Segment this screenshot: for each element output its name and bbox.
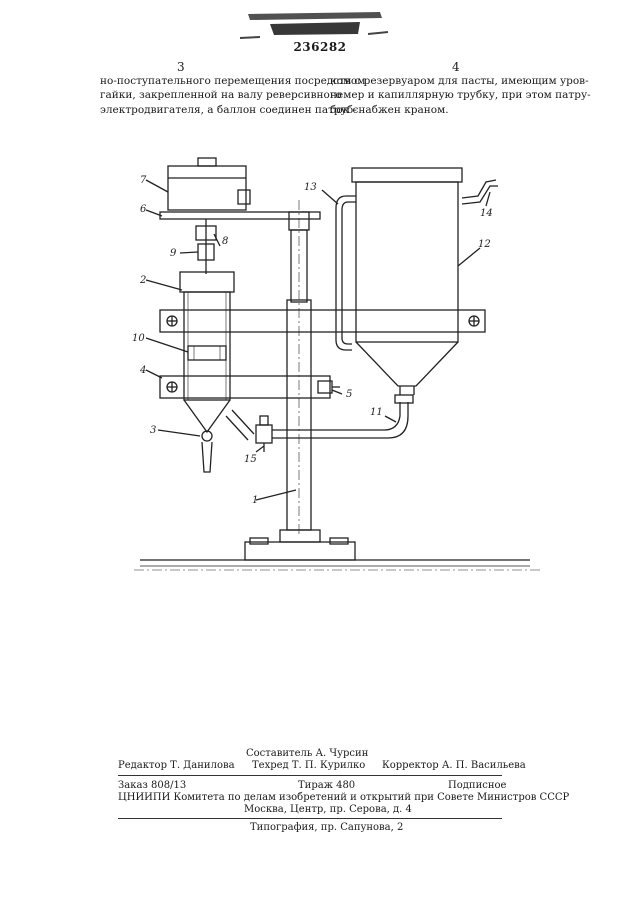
label-8: 8 bbox=[222, 236, 228, 247]
paste-tank bbox=[355, 181, 459, 343]
stamp-mark bbox=[240, 12, 389, 39]
text-line: немер и капиллярную трубку, при этом пат… bbox=[330, 89, 591, 102]
imprint-order: Заказ 808/13 bbox=[118, 780, 187, 791]
text-line: но-поступательного перемещения посредств… bbox=[100, 75, 366, 87]
patent-number: 236282 bbox=[293, 40, 347, 54]
motor-housing bbox=[167, 165, 247, 211]
text-column-left: но-поступательного перемещения посредств… bbox=[100, 74, 366, 117]
text-column-right: ком с резервуаром для пасты, имеющим уро… bbox=[330, 74, 591, 117]
label-14: 14 bbox=[480, 208, 493, 219]
imprint-address: Москва, Центр, пр. Серова, д. 4 bbox=[244, 804, 412, 815]
label-11: 11 bbox=[370, 407, 383, 418]
column-number-right: 4 bbox=[452, 60, 460, 74]
imprint-circulation: Тираж 480 bbox=[298, 780, 356, 791]
text-line: бок снабжен краном. bbox=[330, 103, 449, 116]
imprint-printing: Типография, пр. Сапунова, 2 bbox=[250, 822, 404, 833]
label-2: 2 bbox=[139, 275, 146, 286]
label-12: 12 bbox=[478, 239, 491, 250]
text-line: ком с резервуаром для пасты, имеющим уро… bbox=[330, 75, 589, 87]
imprint-subscription: Подписное bbox=[448, 780, 507, 791]
imprint-editor: Редактор Т. Данилова bbox=[118, 760, 235, 771]
imprint-techred: Техред Т. П. Курилко bbox=[252, 760, 366, 771]
imprint-corrector: Корректор А. П. Васильева bbox=[382, 760, 526, 771]
text-line: гайки, закрепленной на валу реверсивного bbox=[100, 89, 342, 102]
label-5: 5 bbox=[346, 389, 352, 400]
label-9: 9 bbox=[170, 248, 177, 259]
divider bbox=[118, 818, 502, 819]
imprint-compiler: Составитель А. Чурсин bbox=[246, 748, 369, 759]
label-13: 13 bbox=[304, 182, 317, 193]
label-4: 4 bbox=[139, 365, 146, 376]
label-15: 15 bbox=[244, 454, 257, 465]
label-10: 10 bbox=[132, 333, 145, 344]
text-line: электродвигателя, а баллон соединен патр… bbox=[100, 103, 357, 116]
paste-cylinder bbox=[183, 291, 231, 401]
imprint-organization: ЦНИИПИ Комитета по делам изобретений и о… bbox=[118, 792, 570, 803]
label-6: 6 bbox=[140, 204, 147, 215]
label-7: 7 bbox=[140, 175, 147, 186]
column-number-left: 3 bbox=[177, 60, 185, 74]
divider bbox=[118, 775, 502, 776]
label-1: 1 bbox=[252, 495, 258, 506]
apparatus-drawing: 7 6 8 9 2 10 4 5 3 15 11 1 13 12 14 bbox=[132, 157, 540, 571]
label-3: 3 bbox=[150, 425, 156, 436]
